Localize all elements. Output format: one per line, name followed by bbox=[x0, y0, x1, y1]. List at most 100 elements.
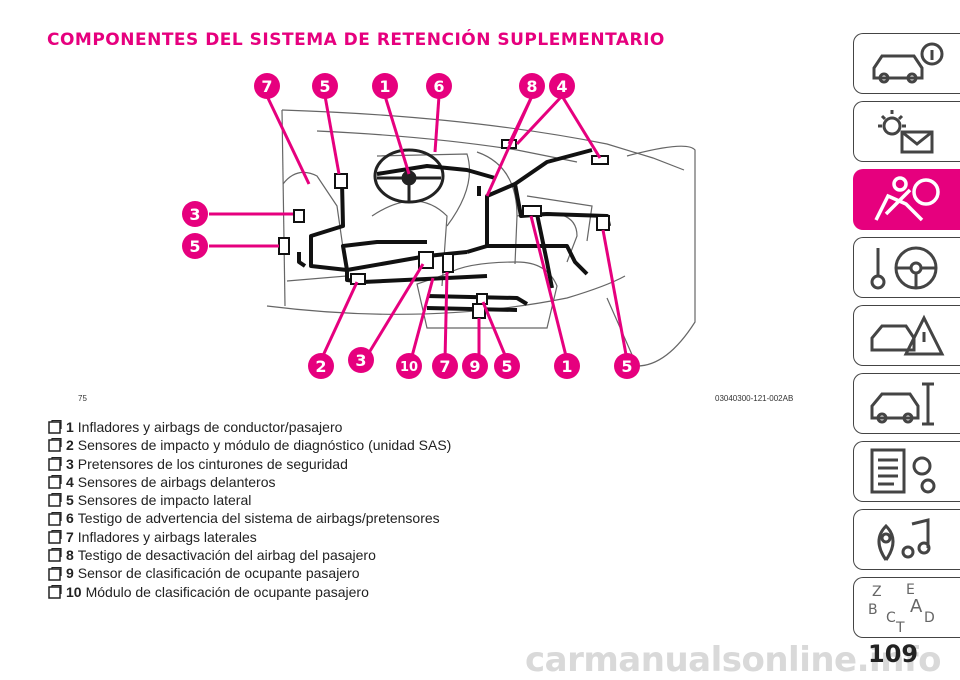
svg-text:5: 5 bbox=[189, 237, 200, 256]
legend-number: 6 bbox=[66, 510, 74, 527]
legend-item: 8 Testigo de desactivación del airbag de… bbox=[48, 546, 451, 564]
steering-wheel bbox=[373, 148, 445, 204]
technical-data-icon bbox=[870, 448, 936, 494]
callout-7: 7 bbox=[254, 73, 280, 99]
legend-text: Testigo de desactivación del airbag del … bbox=[77, 547, 376, 564]
callout-5: 5 bbox=[312, 73, 338, 99]
legend-item: 3 Pretensores de los cinturones de segur… bbox=[48, 455, 451, 473]
callout-6: 6 bbox=[426, 73, 452, 99]
svg-text:7: 7 bbox=[261, 77, 272, 96]
legend-item: 6 Testigo de advertencia del sistema de … bbox=[48, 509, 451, 527]
checkbox-icon bbox=[48, 529, 62, 544]
callout-9: 9 bbox=[462, 353, 488, 379]
legend-number: 8 bbox=[66, 547, 74, 564]
figure-number: 75 bbox=[78, 394, 87, 403]
legend-text: Infladores y airbags de conductor/pasaje… bbox=[77, 419, 343, 435]
legend-number: 3 bbox=[66, 455, 74, 472]
components bbox=[278, 139, 610, 319]
legend-text: Módulo de clasificación de ocupante pasa… bbox=[85, 583, 369, 600]
breakdown-icon bbox=[870, 314, 945, 356]
callout-5: 5 bbox=[494, 353, 520, 379]
legend-item: 9 Sensor de clasificación de ocupante pa… bbox=[48, 564, 451, 582]
legend-text: Testigo de advertencia del sistema de ai… bbox=[77, 510, 440, 527]
airbag-seat-icon bbox=[874, 176, 940, 222]
tab-warning-lights[interactable] bbox=[853, 101, 960, 162]
car-maintenance-icon bbox=[870, 382, 934, 426]
legend-number: 7 bbox=[66, 528, 74, 545]
svg-text:10: 10 bbox=[400, 360, 418, 375]
car-info-icon bbox=[872, 42, 944, 84]
legend-text: Infladores y airbags laterales bbox=[77, 528, 257, 545]
svg-text:5: 5 bbox=[501, 357, 512, 376]
watermark: carmanualsonline.info bbox=[525, 640, 942, 680]
legend-number: 9 bbox=[66, 565, 74, 582]
callout-5: 5 bbox=[182, 233, 208, 259]
svg-text:T: T bbox=[895, 620, 905, 634]
svg-text:1: 1 bbox=[379, 77, 390, 96]
alphabetical-index-icon: Z E B A C D T bbox=[868, 582, 935, 634]
svg-text:B: B bbox=[868, 602, 878, 618]
checkbox-icon bbox=[48, 438, 62, 453]
svg-text:5: 5 bbox=[621, 357, 632, 376]
checkbox-icon bbox=[48, 511, 62, 526]
svg-text:D: D bbox=[924, 610, 935, 626]
svg-text:9: 9 bbox=[469, 357, 480, 376]
multimedia-icon bbox=[877, 518, 931, 561]
legend-item: 10 Módulo de clasificación de ocupante p… bbox=[48, 583, 451, 601]
airbag-system-diagram: 7 5 1 6 8 4 3 5 2 3 10 7 9 5 1 5 bbox=[182, 73, 696, 379]
svg-text:E: E bbox=[906, 582, 915, 598]
callout-1: 1 bbox=[554, 353, 580, 379]
page-number: 109 bbox=[868, 640, 919, 668]
figure-code: 03040300-121-002AB bbox=[715, 394, 794, 403]
svg-text:3: 3 bbox=[189, 205, 200, 224]
svg-text:C: C bbox=[886, 610, 896, 626]
callout-7: 7 bbox=[432, 353, 458, 379]
svg-text:4: 4 bbox=[556, 77, 567, 96]
legend-item: 1 Infladores y airbags de conductor/pasa… bbox=[48, 418, 451, 436]
checkbox-icon bbox=[48, 456, 62, 471]
callout-4: 4 bbox=[549, 73, 575, 99]
checkbox-icon bbox=[48, 493, 62, 508]
checkbox-icon bbox=[48, 566, 62, 581]
svg-text:8: 8 bbox=[526, 77, 537, 96]
legend-number: 10 bbox=[66, 583, 82, 600]
svg-text:3: 3 bbox=[355, 351, 366, 370]
tab-multimedia[interactable] bbox=[853, 509, 960, 570]
tab-safety[interactable] bbox=[853, 169, 960, 230]
svg-text:6: 6 bbox=[433, 77, 444, 96]
legend-item: 5 Sensores de impacto lateral bbox=[48, 491, 451, 509]
legend-item: 7 Infladores y airbags laterales bbox=[48, 528, 451, 546]
steering-key-icon bbox=[870, 246, 938, 290]
legend-number: 2 bbox=[66, 437, 74, 454]
legend-text: Sensores de impacto lateral bbox=[77, 492, 252, 509]
tab-emergency[interactable] bbox=[853, 305, 960, 366]
svg-text:1: 1 bbox=[561, 357, 572, 376]
legend-list: 1 Infladores y airbags de conductor/pasa… bbox=[48, 418, 451, 601]
svg-text:5: 5 bbox=[319, 77, 330, 96]
callout-3: 3 bbox=[348, 347, 374, 373]
tab-car-info[interactable] bbox=[853, 33, 960, 94]
legend-number: 4 bbox=[66, 473, 74, 490]
tab-maintenance[interactable] bbox=[853, 373, 960, 434]
warning-lights-icon bbox=[878, 110, 934, 154]
callout-badges: 7 5 1 6 8 4 3 5 2 3 10 7 9 5 1 5 bbox=[182, 73, 640, 379]
callout-1: 1 bbox=[372, 73, 398, 99]
page-title: COMPONENTES DEL SISTEMA DE RETENCIÓN SUP… bbox=[47, 30, 665, 50]
callout-3: 3 bbox=[182, 201, 208, 227]
checkbox-icon bbox=[48, 420, 62, 434]
callout-8: 8 bbox=[519, 73, 545, 99]
checkbox-icon bbox=[48, 584, 62, 599]
callout-10: 10 bbox=[396, 353, 422, 379]
legend-text: Sensores de airbags delanteros bbox=[77, 473, 276, 490]
callout-5: 5 bbox=[614, 353, 640, 379]
tab-starting-driving[interactable] bbox=[853, 237, 960, 298]
svg-text:2: 2 bbox=[315, 357, 326, 376]
car-body-outline bbox=[266, 109, 696, 367]
legend-item: 2 Sensores de impacto y módulo de diagnó… bbox=[48, 436, 451, 454]
checkbox-icon bbox=[48, 475, 62, 489]
legend-number: 1 bbox=[66, 419, 74, 435]
leader-lines bbox=[209, 94, 629, 361]
tab-technical-data[interactable] bbox=[853, 441, 960, 502]
callout-2: 2 bbox=[308, 353, 334, 379]
tab-index[interactable]: Z E B A C D T bbox=[853, 577, 960, 638]
